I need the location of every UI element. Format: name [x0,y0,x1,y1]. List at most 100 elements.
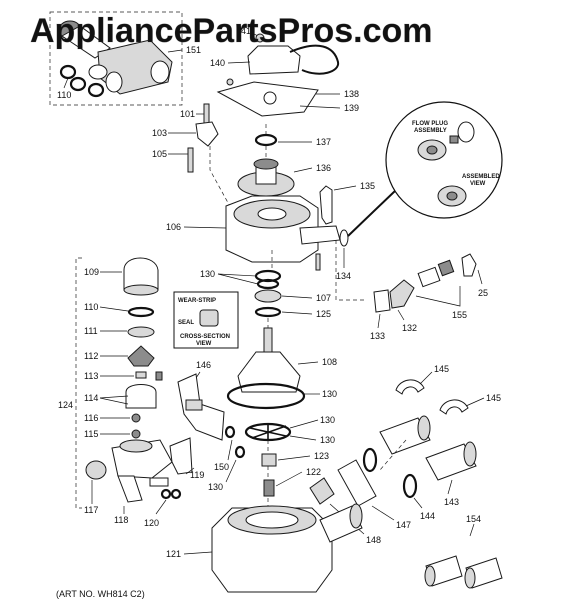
label-155: 155 [452,310,467,320]
pipe-143-b-end [463,441,477,467]
label-130-d: 130 [320,435,335,445]
inset-oring-2 [69,76,87,92]
label-107: 107 [316,293,331,303]
piston-group: 108 130 130 130 [226,327,337,445]
label-114: 114 [84,393,98,403]
flow-plug-callout: FLOW PLUG ASSEMBLY ASSEMBLED VIEW [385,101,503,219]
label-103: 103 [152,128,167,138]
washer-134-group: 134 [336,189,397,281]
cross-section-label-1: CROSS-SECTION [180,334,230,340]
label-112: 112 [84,351,98,361]
label-119: 119 [190,470,204,480]
inset-nipple [88,64,108,80]
oring-110-mid [127,306,155,318]
valve-head-hub [257,207,287,221]
retainer-25 [461,253,477,277]
screw-105 [187,147,194,173]
valve-body-port-end [349,503,363,529]
label-154: 154 [466,514,481,524]
guide-dashed-lines [265,124,407,506]
part-115 [131,429,141,439]
bracket-146-group: 146 [177,360,225,441]
label-141: 141 [236,26,251,36]
label-150: 150 [214,462,229,472]
inset-port-b [105,71,123,93]
drain-group: 133 132 155 25 [370,253,488,341]
motor-wires [289,44,340,75]
oring-144-a [362,447,378,473]
cross-section-label-2: VIEW [196,341,212,347]
cap-109 [123,257,159,291]
motor-screw [255,33,265,43]
label-125: 125 [316,309,331,319]
label-117: 117 [84,505,98,515]
bracket-103 [195,121,219,147]
art-number: (ART NO. WH814 C2) [56,589,145,599]
label-116: 116 [84,413,98,423]
cap-109-rim [123,284,159,296]
label-146: 146 [196,360,211,370]
adapter-154-b-end [464,567,476,589]
flow-plug-small [449,135,459,144]
plate-hole [263,91,277,105]
plate-screw [226,78,234,86]
small-seals-group: 150 130 [208,425,246,492]
washer-134 [339,229,349,247]
label-105: 105 [152,149,167,159]
seal-cross-section [199,309,219,327]
label-109: 109 [84,267,99,277]
plug-group: 123 122 [261,451,329,497]
clip-135-group: 135 [319,181,375,225]
sleeve-147 [337,459,377,507]
pipe-143-a-end [417,415,431,441]
watermark-text: AppliancePartsPros.com [30,12,432,50]
label-143: 143 [444,497,459,507]
oring-144-b [402,473,418,499]
clip-113b [155,371,163,381]
inset-elbow-body [61,25,111,59]
inset-fittings-group: 151 110 [49,11,201,106]
label-151: 151 [186,45,201,55]
label-123: 123 [314,451,329,461]
clip-145-b [439,399,469,415]
ring-111 [127,326,155,338]
body-118-tube [117,475,143,503]
body-118-top [119,439,153,453]
label-148: 148 [366,535,381,545]
injector-stack-group: 109 110 111 112 113 114 116 115 118 117 [84,257,182,528]
pipe-143-a [379,417,431,455]
valve-head-group: 106 [166,195,341,271]
assembled-label-1: ASSEMBLED [462,174,500,180]
spring-122 [263,479,275,497]
label-135: 135 [360,181,375,191]
label-118: 118 [114,515,128,525]
plug-123 [261,453,277,467]
label-106: 106 [166,222,181,232]
label-124: 124 [58,400,73,410]
oring-120-b [170,488,182,500]
adapter-154-a-end [424,565,436,587]
pipe-143-b [425,443,477,481]
inset-dashed-box [49,11,183,106]
clip-145-a [395,379,425,395]
ring-125 [254,306,282,318]
bracket-group: 101 103 105 [152,103,233,211]
label-115: 115 [84,429,98,439]
oring-150-a [224,425,236,439]
seal-130-b [226,382,306,410]
flow-control-155 [417,266,441,288]
elbow-133 [373,289,391,313]
elbow-132 [389,279,415,309]
assembled-insert [446,191,458,201]
adapter-154-group: 154 [424,514,503,589]
seal-137 [254,133,278,147]
label-130-c: 130 [320,415,335,425]
wear-strip-callout: WEAR-STRIP SEAL CROSS-SECTION VIEW [173,291,239,349]
label-138: 138 [344,89,359,99]
label-145-a: 145 [434,364,449,374]
label-130-a: 130 [200,269,215,279]
motor-housing [247,45,301,75]
label-137: 137 [316,137,331,147]
head-seals-group: 130 107 125 [200,240,366,319]
oring-150-b [234,445,246,459]
